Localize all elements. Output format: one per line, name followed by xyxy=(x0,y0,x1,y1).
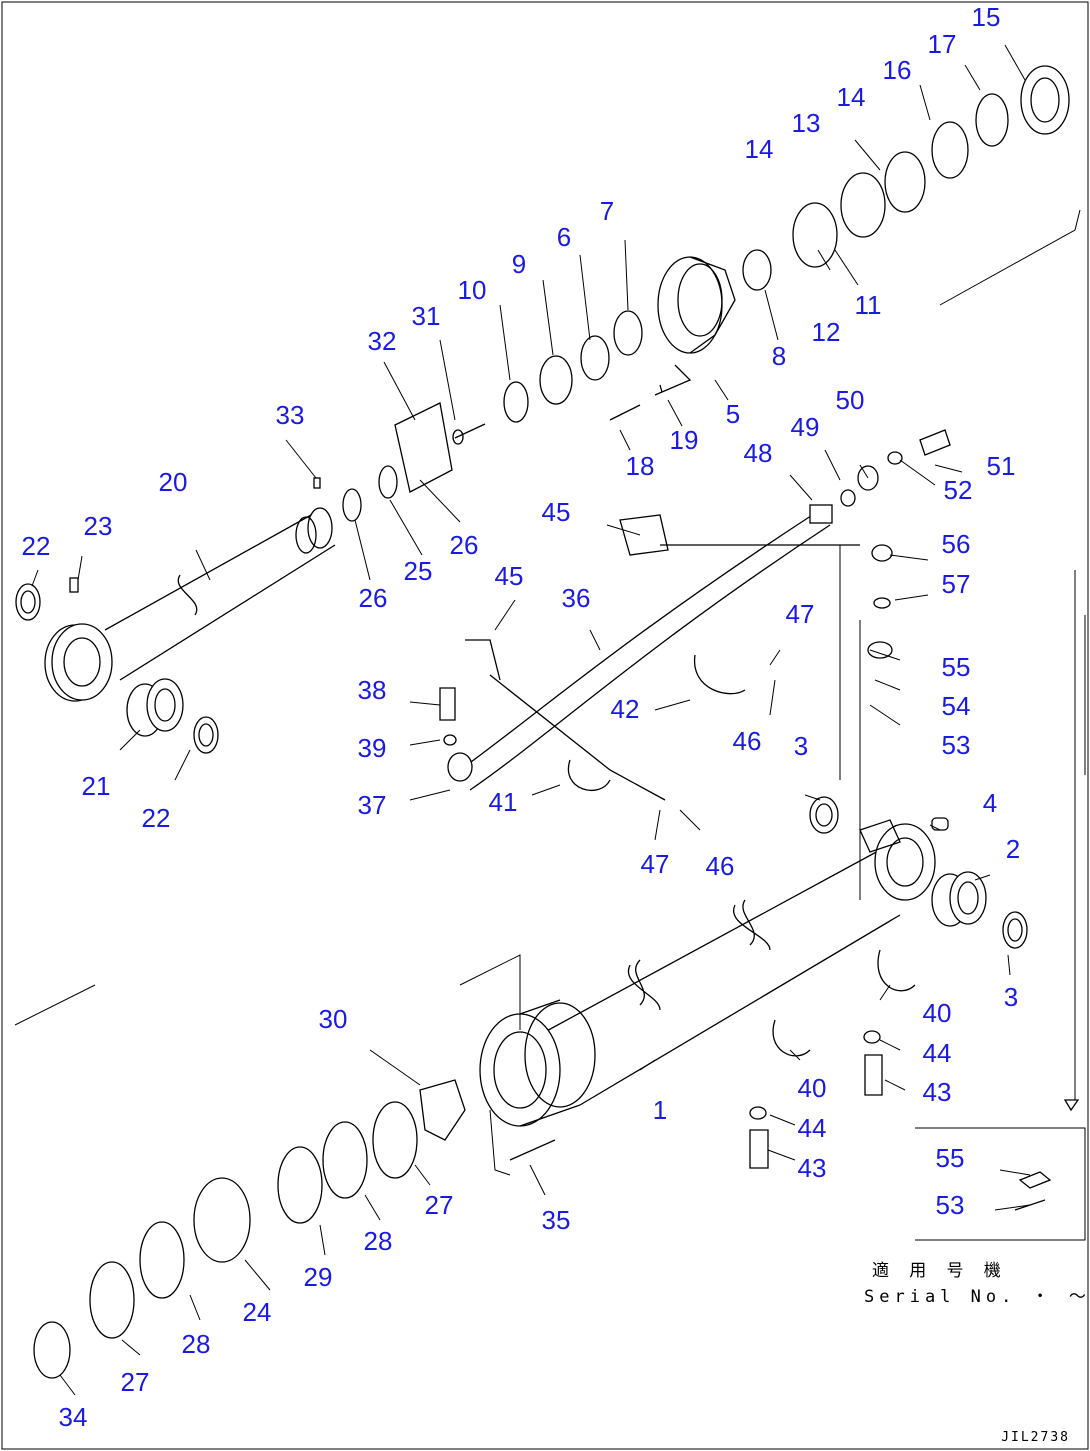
part-label-3: 3 xyxy=(1003,982,1019,1012)
part-label-44: 44 xyxy=(797,1113,827,1143)
part-label-18: 18 xyxy=(625,451,655,481)
part-label-46: 46 xyxy=(732,726,762,756)
part-label-47: 47 xyxy=(640,849,670,879)
part-label-7: 7 xyxy=(599,196,615,226)
inset-box xyxy=(915,1127,1086,1241)
part-label-22: 22 xyxy=(21,531,51,561)
part-label-1: 1 xyxy=(652,1095,668,1125)
part-label-17: 17 xyxy=(927,29,957,59)
part-label-53: 53 xyxy=(941,730,971,760)
part-label-9: 9 xyxy=(511,249,527,279)
part-label-43: 43 xyxy=(922,1077,952,1107)
part-label-27: 27 xyxy=(120,1367,150,1397)
part-label-44: 44 xyxy=(922,1038,952,1068)
part-label-55: 55 xyxy=(935,1143,965,1173)
part-label-28: 28 xyxy=(181,1329,211,1359)
part-label-53: 53 xyxy=(935,1190,965,1220)
part-label-14: 14 xyxy=(836,82,866,112)
serial-heading-jp: 適 用 号 機 xyxy=(872,1261,1006,1281)
part-label-50: 50 xyxy=(835,385,865,415)
part-label-3: 3 xyxy=(793,731,809,761)
part-label-56: 56 xyxy=(941,529,971,559)
part-label-40: 40 xyxy=(922,998,952,1028)
center-lines xyxy=(14,209,1086,1176)
part-label-14: 14 xyxy=(744,134,774,164)
part-label-54: 54 xyxy=(941,691,971,721)
part-label-52: 52 xyxy=(943,475,973,505)
part-label-57: 57 xyxy=(941,569,971,599)
part-label-33: 33 xyxy=(275,400,305,430)
part-label-6: 6 xyxy=(556,222,572,252)
part-label-20: 20 xyxy=(158,467,188,497)
part-label-15: 15 xyxy=(971,2,1001,32)
clamps xyxy=(439,654,916,1169)
part-label-25: 25 xyxy=(403,556,433,586)
part-label-36: 36 xyxy=(561,583,591,613)
part-label-10: 10 xyxy=(457,275,487,305)
part-label-32: 32 xyxy=(367,326,397,356)
part-label-49: 49 xyxy=(790,412,820,442)
part-label-40: 40 xyxy=(797,1073,827,1103)
bushing-part xyxy=(809,796,1028,949)
part-label-43: 43 xyxy=(797,1153,827,1183)
piston-parts xyxy=(33,402,556,1379)
part-label-37: 37 xyxy=(357,790,387,820)
part-label-28: 28 xyxy=(363,1226,393,1256)
part-label-27: 27 xyxy=(424,1190,454,1220)
part-label-38: 38 xyxy=(357,675,387,705)
part-label-22: 22 xyxy=(141,803,171,833)
part-label-16: 16 xyxy=(882,55,912,85)
part-label-13: 13 xyxy=(791,108,821,138)
leader-lines xyxy=(31,44,1031,1396)
part-label-46: 46 xyxy=(705,851,735,881)
part-label-29: 29 xyxy=(303,1262,333,1292)
part-label-41: 41 xyxy=(488,787,518,817)
fittings xyxy=(840,429,951,659)
part-label-23: 23 xyxy=(83,511,113,541)
part-label-5: 5 xyxy=(725,399,741,429)
part-label-51: 51 xyxy=(986,451,1016,481)
part-label-55: 55 xyxy=(941,652,971,682)
part-label-24: 24 xyxy=(242,1297,272,1327)
part-label-45: 45 xyxy=(541,497,571,527)
part-label-19: 19 xyxy=(669,425,699,455)
part-label-12: 12 xyxy=(811,317,841,347)
part-label-2: 2 xyxy=(1005,834,1021,864)
part-label-39: 39 xyxy=(357,733,387,763)
hose-lines xyxy=(447,504,860,801)
part-label-31: 31 xyxy=(411,301,441,331)
part-label-34: 34 xyxy=(58,1402,88,1432)
rod-bushing xyxy=(15,583,219,754)
part-label-45: 45 xyxy=(494,561,524,591)
part-label-11: 11 xyxy=(854,290,882,320)
part-label-35: 35 xyxy=(541,1205,571,1235)
piston-rod xyxy=(44,507,336,702)
part-label-42: 42 xyxy=(610,694,640,724)
part-label-21: 21 xyxy=(81,771,111,801)
part-label-47: 47 xyxy=(785,599,815,629)
part-label-8: 8 xyxy=(771,341,787,371)
part-label-48: 48 xyxy=(743,438,773,468)
part-label-4: 4 xyxy=(982,788,998,818)
drawing-code: JIL2738 xyxy=(1001,1430,1070,1445)
serial-number-line: Serial No. ・ ～ xyxy=(864,1287,1090,1307)
part-label-26: 26 xyxy=(358,583,388,613)
part-label-26: 26 xyxy=(449,530,479,560)
part-label-30: 30 xyxy=(318,1004,348,1034)
cylinder-head xyxy=(503,65,1070,423)
cylinder-tube xyxy=(479,819,936,1127)
